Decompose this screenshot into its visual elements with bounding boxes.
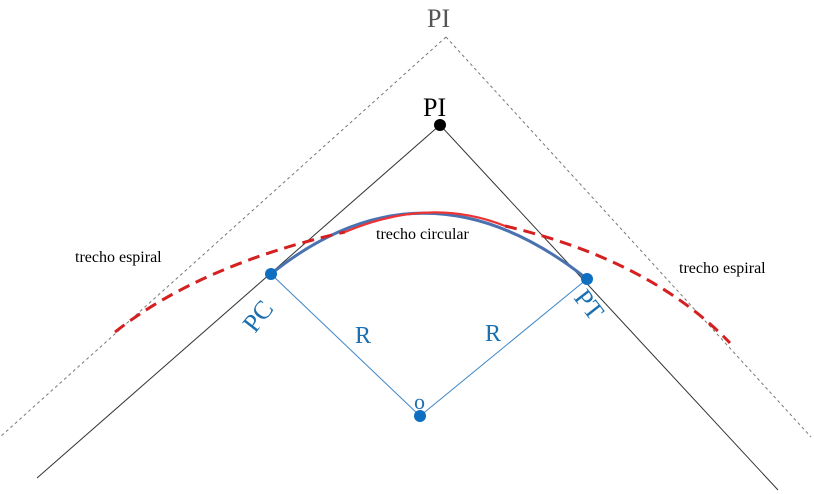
circular-arc-red <box>344 211 506 234</box>
outer-tangent-right <box>445 36 812 438</box>
outer-tangent-left <box>0 36 447 438</box>
pc-label: PC <box>237 295 279 338</box>
pi-inner-point <box>434 119 446 131</box>
center-label: o <box>414 389 425 414</box>
center-point <box>414 410 426 422</box>
tangent-right <box>439 124 779 491</box>
spiral-left-label: trecho espiral <box>75 249 162 266</box>
spiral-curve-dashed-right <box>504 224 732 345</box>
circular-arc-blue <box>270 211 588 281</box>
radius-label-right: R <box>485 321 501 347</box>
pt-label: PT <box>568 284 610 326</box>
pt-point <box>581 273 593 285</box>
tangent-left <box>36 124 441 479</box>
pi-outer-label: PI <box>427 4 450 33</box>
spiral-right-label: trecho espiral <box>679 260 766 277</box>
spiral-curve-dashed <box>114 230 346 334</box>
pi-inner-label: PI <box>423 93 446 122</box>
radius-label-left: R <box>355 323 371 349</box>
circular-section-label: trecho circular <box>376 226 470 243</box>
radius-line-right <box>419 278 588 417</box>
pc-point <box>265 268 277 280</box>
radius-line-left <box>270 273 421 417</box>
